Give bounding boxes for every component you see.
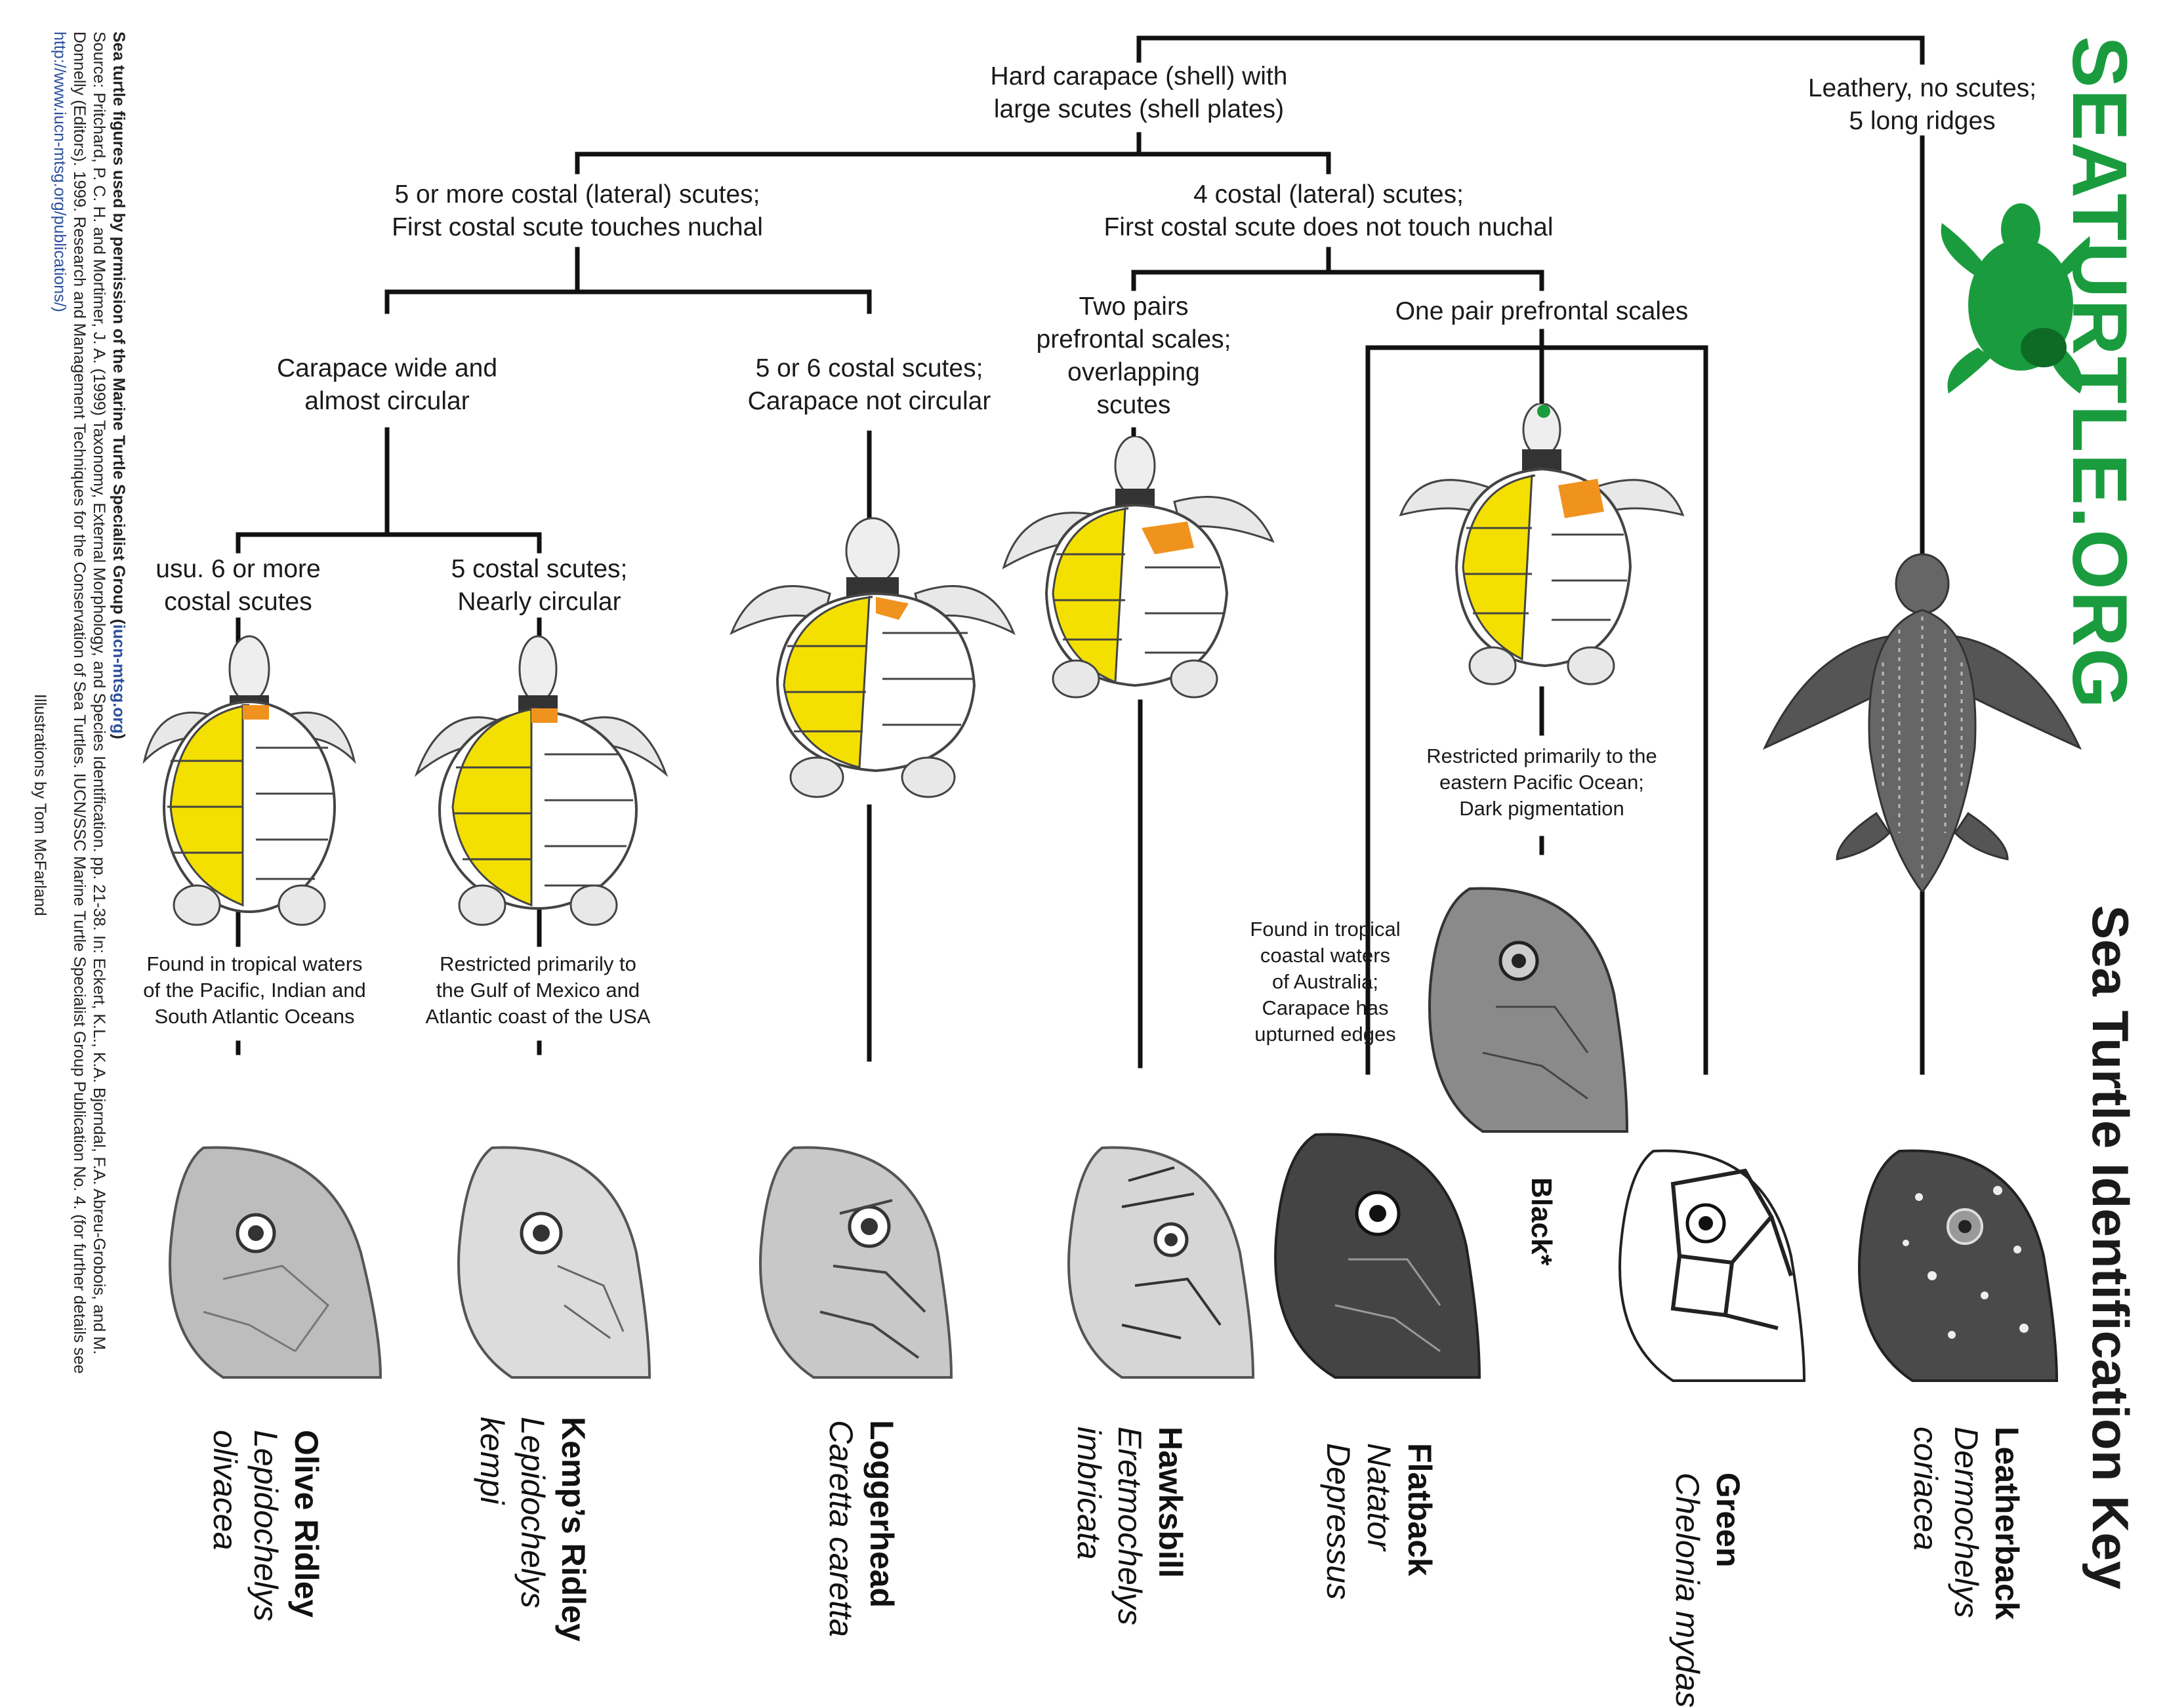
credit-source-line: Source: Pritchard, P. C. H. and Mortimer… [90,31,108,1355]
species-common-name: Olive Ridley [288,1430,325,1618]
page-title: Sea Turtle Identification Key [2082,905,2139,1590]
species-hawksbill: Hawksbill Eretmochelys imbricata [1069,1427,1191,1625]
leatherback-head-illustration [1858,1149,2059,1382]
species-scientific-name-2: kempi [474,1417,510,1505]
flatback-head-illustration [1274,1133,1481,1379]
node-four-costal: 4 costal (lateral) scutes; First costal … [1103,180,1554,241]
credit-permission: Sea turtle figures used by permission of… [110,31,128,624]
species-flatback: Flatback Natator Depressus [1318,1443,1440,1600]
species-kemps-ridley: Kemp’s Ridley Lepidochelys kempi [472,1417,594,1642]
black-turtle-label: Black* [1525,1177,1557,1266]
note-flatback-range: Found in tropical coastal waters of Aust… [1250,918,1401,1046]
credit-link-iucn[interactable]: iucn-mtsg.org [110,624,128,734]
green-carapace-illustration [1399,403,1685,685]
turtle-logo-icon [1941,203,2090,394]
species-common-name: Flatback [1401,1443,1438,1576]
black-turtle-head-illustration [1428,887,1629,1133]
node-two-pairs-prefrontal: Two pairs prefrontal scales; overlapping… [1036,293,1231,419]
species-loggerhead: Loggerhead Caretta caretta [821,1420,902,1637]
node-five-or-more-costal: 5 or more costal (lateral) scutes; First… [392,180,763,241]
note-olive-ridley-range: Found in tropical waters of the Pacific,… [143,952,366,1028]
species-scientific-name-2: olivacea [207,1430,243,1551]
species-common-name: Kemp’s Ridley [555,1417,592,1642]
species-scientific-name: Dermochelys [1948,1427,1985,1618]
olive-ridley-carapace-illustration [142,635,356,926]
hawksbill-carapace-illustration [1002,436,1275,699]
species-scientific-name-2: Depressus [1320,1443,1357,1600]
species-scientific-name: Eretmochelys [1111,1427,1148,1625]
species-scientific-name: Caretta caretta [823,1420,859,1637]
node-five-or-six-costal: 5 or 6 costal scutes; Carapace not circu… [747,354,991,415]
credit-link-publications[interactable]: http://www.iucn-mtsg.org/publications/) [51,31,69,312]
species-olive-ridley: Olive Ridley Lepidochelys olivacea [205,1430,327,1621]
species-common-name: Hawksbill [1152,1427,1189,1578]
credit-editors-line: Donnelly (Editors). 1999. Research and M… [70,31,89,1374]
species-common-name: Leatherback [1989,1427,2025,1620]
loggerhead-head-illustration [759,1146,953,1379]
note-black-range: Restricted primarily to the eastern Paci… [1426,744,1657,820]
node-hard-carapace: Hard carapace (shell) with large scutes … [990,62,1288,123]
hawksbill-head-illustration [1067,1146,1255,1379]
loggerhead-carapace-illustration [730,517,1016,798]
node-usu-six-costal: usu. 6 or more costal scutes [155,555,321,616]
species-scientific-name: Lepidochelys [514,1417,551,1608]
olive-ridley-head-illustration [169,1146,382,1379]
credit-illustrator: Illustrations by Tom McFarland [31,694,49,916]
credits-block: Sea turtle figures used by permission of… [30,31,129,1560]
species-leatherback: Leatherback Dermochelys coriacea [1905,1427,2027,1620]
node-carapace-wide: Carapace wide and almost circular [276,354,498,415]
green-head-illustration [1619,1149,1806,1382]
species-scientific-name: Natator [1361,1443,1397,1551]
kemps-ridley-head-illustration [457,1146,651,1379]
key-tree-lines [236,35,1925,1075]
credit-paren: ) [110,733,128,739]
node-five-costal-circular: 5 costal scutes; Nearly circular [451,555,628,616]
species-common-name: Loggerhead [863,1420,900,1608]
leatherback-carapace-illustration [1762,553,2082,892]
note-kemps-ridley-range: Restricted primarily to the Gulf of Mexi… [425,952,651,1028]
kemps-ridley-carapace-illustration [414,635,669,926]
node-one-pair-prefrontal: One pair prefrontal scales [1395,297,1689,325]
node-leathery: Leathery, no scutes; 5 long ridges [1807,74,2037,135]
species-scientific-name: Lepidochelys [247,1430,284,1621]
species-scientific-name-2: coriacea [1907,1427,1944,1551]
species-scientific-name-2: imbricata [1071,1427,1107,1560]
